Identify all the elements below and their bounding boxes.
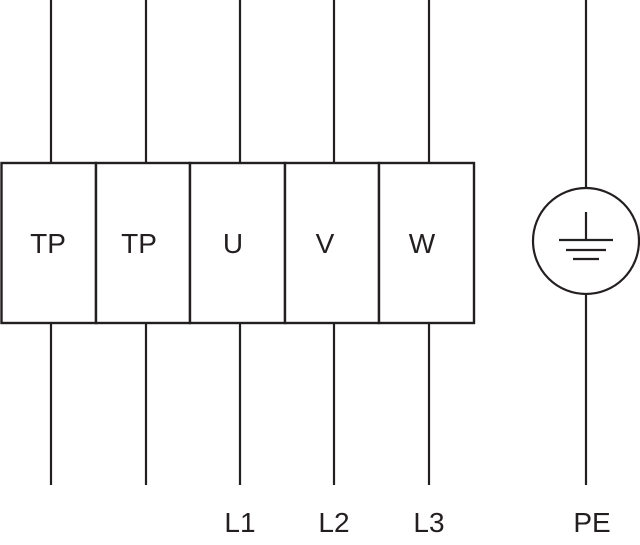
terminal-cell-w — [377, 161, 476, 325]
line-label-pe: PE — [573, 507, 610, 538]
terminal-cell-tp1 — [0, 161, 98, 325]
terminal-label-v: V — [316, 228, 335, 259]
terminal-cell-v — [283, 161, 381, 325]
earth-ground-icon — [531, 186, 640, 296]
terminal-cell-tp2 — [94, 161, 192, 325]
terminal-label-tp1: TP — [30, 228, 66, 259]
line-label-l3: L3 — [413, 507, 444, 538]
line-label-l1: L1 — [224, 507, 255, 538]
terminal-cell-u — [188, 161, 287, 325]
line-label-l2: L2 — [318, 507, 349, 538]
ground-circle — [531, 186, 640, 296]
terminal-label-tp2: TP — [121, 228, 157, 259]
terminal-label-w: W — [409, 228, 436, 259]
terminal-label-u: U — [223, 228, 243, 259]
